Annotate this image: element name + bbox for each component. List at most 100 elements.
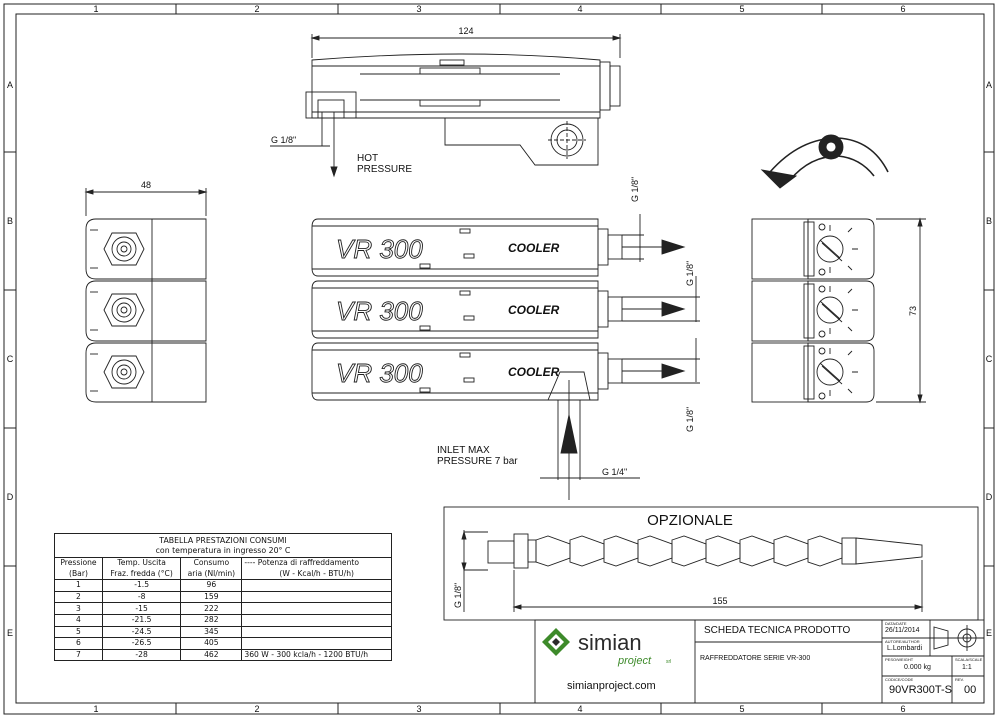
unit-tag-1: COOLER xyxy=(508,241,560,255)
date-value: 26/11/2014 xyxy=(885,627,920,634)
row-label-b: B xyxy=(7,216,13,226)
drawing-frame xyxy=(3,3,995,715)
cell-temp: -24.5 xyxy=(101,625,182,639)
inlet-label-1: INLET MAX xyxy=(437,445,490,456)
company-logo: simian project srl xyxy=(542,628,671,667)
header-temp-unit: Fraz. fredda (°C) xyxy=(101,568,182,580)
cell-pressure: 3 xyxy=(54,602,103,615)
row-label-a-right: A xyxy=(986,80,992,90)
logo-srl: srl xyxy=(666,659,671,665)
unit-tag-2: COOLER xyxy=(508,303,560,317)
left-end-view xyxy=(84,188,208,403)
title-block-frame xyxy=(534,619,985,704)
header-pressure: Pressione xyxy=(54,557,103,569)
inlet-label-2: PRESSURE 7 bar xyxy=(437,456,518,467)
cell-pressure: 5 xyxy=(54,625,103,639)
col-label-4: 4 xyxy=(577,4,582,14)
header-temp: Temp. Uscita xyxy=(101,557,182,569)
cell-consumption: 222 xyxy=(180,602,243,615)
cell-pressure: 2 xyxy=(54,590,103,604)
col-label-5-bottom: 5 xyxy=(739,704,744,714)
top-view xyxy=(270,34,622,178)
row-label-c: C xyxy=(7,354,14,364)
col-label-6-bottom: 6 xyxy=(900,704,905,714)
left-width-dimension: 48 xyxy=(141,180,151,190)
cell-consumption: 462 xyxy=(180,648,243,662)
row-label-d: D xyxy=(7,492,14,502)
cell-power xyxy=(241,579,392,592)
outlet-thread-label-1: G 1/8" xyxy=(630,177,640,202)
cell-temp: -26.5 xyxy=(101,637,182,650)
col-label-2-bottom: 2 xyxy=(254,704,259,714)
right-side-view xyxy=(751,134,926,404)
optional-thread-label: G 1/8" xyxy=(453,583,463,608)
header-consumption-unit: aria (Nl/min) xyxy=(180,568,243,580)
cell-power xyxy=(241,602,392,615)
top-length-dimension: 124 xyxy=(458,26,473,36)
col-label-2: 2 xyxy=(254,4,259,14)
hot-pressure-label-1: HOT xyxy=(357,153,378,164)
table-row: 5 -24.5 345 xyxy=(54,625,392,639)
code-label: CODICE/CODE xyxy=(885,677,914,682)
table-row: 7 -28 462 360 W - 300 kcla/h - 1200 BTU/… xyxy=(54,648,392,662)
table-row: 6 -26.5 405 xyxy=(54,637,392,650)
cell-power xyxy=(241,625,392,639)
col-label-1: 1 xyxy=(93,4,98,14)
cell-consumption: 96 xyxy=(180,579,243,592)
col-label-6: 6 xyxy=(900,4,905,14)
cell-consumption: 345 xyxy=(180,625,243,639)
weight-value: 0.000 kg xyxy=(904,664,931,671)
row-label-d-right: D xyxy=(986,492,993,502)
logo-sub: project xyxy=(617,655,652,667)
date-label: DATA/DATE xyxy=(885,621,907,626)
unit-model-2: VR 300 xyxy=(336,296,423,326)
table-title-1: TABELLA PRESTAZIONI CONSUMI xyxy=(159,536,287,545)
table-title: TABELLA PRESTAZIONI CONSUMI con temperat… xyxy=(54,533,392,558)
row-label-e: E xyxy=(7,628,13,638)
header-consumption: Consumo xyxy=(180,557,243,569)
cell-temp: -28 xyxy=(101,648,182,662)
table-row: 1 -1.5 96 xyxy=(54,579,392,592)
cell-pressure: 4 xyxy=(54,613,103,627)
cell-consumption: 282 xyxy=(180,613,243,627)
front-view-branding: VR 300 COOLER VR 300 COOLER VR 300 COOLE… xyxy=(336,234,560,389)
table-header-row-2: (Bar) Fraz. fredda (°C) aria (Nl/min) (W… xyxy=(54,568,392,580)
cell-power xyxy=(241,590,392,604)
outlet-thread-label-2: G 1/8" xyxy=(685,261,695,286)
header-power: ---- Potenza di raffreddamento xyxy=(241,557,392,569)
scale-label: SCALA/SCALE xyxy=(955,657,983,662)
weight-label: PESO/WEIGHT xyxy=(885,657,914,662)
table-title-2: con temperatura in ingresso 20° C xyxy=(155,546,291,555)
top-thread-label: G 1/8" xyxy=(271,135,296,145)
unit-model-3: VR 300 xyxy=(336,358,423,388)
col-label-5: 5 xyxy=(739,4,744,14)
table-row: 4 -21.5 282 xyxy=(54,613,392,627)
logo-text: simian xyxy=(578,630,642,655)
cell-temp: -8 xyxy=(101,590,182,604)
performance-table: TABELLA PRESTAZIONI CONSUMI con temperat… xyxy=(54,533,392,662)
cell-power xyxy=(241,613,392,627)
cell-temp: -15 xyxy=(101,602,182,615)
row-label-b-right: B xyxy=(986,216,992,226)
sheet-title: SCHEDA TECNICA PRODOTTO xyxy=(704,625,851,636)
cell-consumption: 405 xyxy=(180,637,243,650)
code-value: 90VR300T-S xyxy=(889,684,952,696)
row-label-c-right: C xyxy=(986,354,993,364)
front-view xyxy=(311,214,700,500)
product-description: RAFFREDDATORE SERIE VR-300 xyxy=(700,655,811,662)
cell-pressure: 7 xyxy=(54,648,103,662)
optional-title: OPZIONALE xyxy=(647,512,733,529)
table-header-row-1: Pressione Temp. Uscita Consumo ---- Pote… xyxy=(54,557,392,569)
scale-value: 1:1 xyxy=(962,664,972,671)
header-pressure-unit: (Bar) xyxy=(54,568,103,580)
website-label: simianproject.com xyxy=(567,680,656,692)
table-row: 3 -15 222 xyxy=(54,602,392,615)
author-label: AUTORE/AUTHOR xyxy=(885,639,920,644)
hot-pressure-label-2: PRESSURE xyxy=(357,164,412,175)
table-row: 2 -8 159 xyxy=(54,590,392,604)
optional-length-dimension: 155 xyxy=(712,596,727,606)
row-label-a: A xyxy=(7,80,13,90)
cell-temp: -21.5 xyxy=(101,613,182,627)
cell-pressure: 6 xyxy=(54,637,103,650)
